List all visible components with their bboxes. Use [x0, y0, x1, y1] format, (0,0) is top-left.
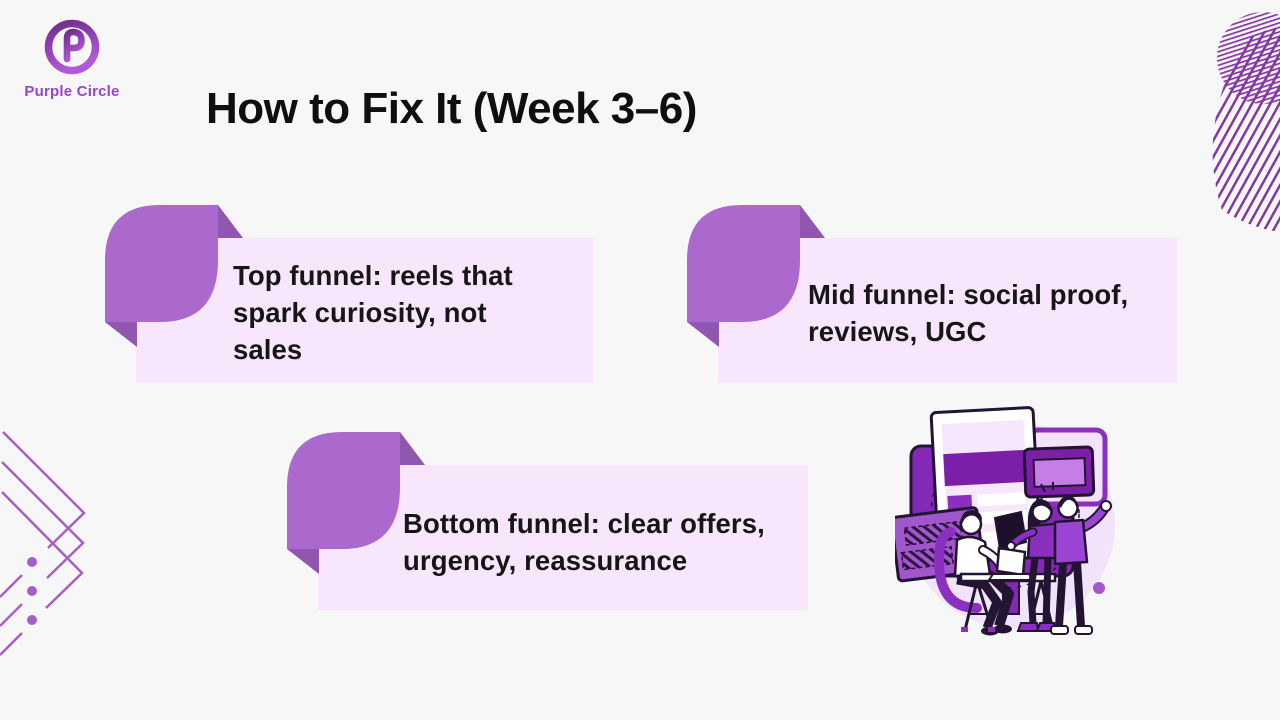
card-text: Bottom funnel: clear offers, urgency, re… — [403, 508, 765, 576]
chevron-dots-decoration — [0, 431, 86, 656]
purple-circle-logo-icon — [44, 19, 100, 75]
leaf-icon — [287, 432, 425, 574]
leaf-icon — [105, 205, 243, 347]
brand-name: Purple Circle — [24, 83, 120, 100]
card-text: Mid funnel: social proof, reviews, UGC — [808, 279, 1129, 347]
slide-title: How to Fix It (Week 3–6) — [206, 84, 697, 133]
leaf-icon — [687, 205, 825, 347]
brand-logo: Purple Circle — [23, 17, 121, 100]
card-bottom-funnel: Bottom funnel: clear offers, urgency, re… — [287, 432, 808, 610]
diagonal-stripes-decoration — [1212, 12, 1280, 232]
card-text: Top funnel: reels that spark curiosity, … — [233, 260, 513, 365]
card-mid-funnel: Mid funnel: social proof, reviews, UGC — [687, 205, 1177, 383]
card-top-funnel: Top funnel: reels that spark curiosity, … — [105, 205, 593, 383]
team-collaboration-illustration — [895, 406, 1115, 636]
